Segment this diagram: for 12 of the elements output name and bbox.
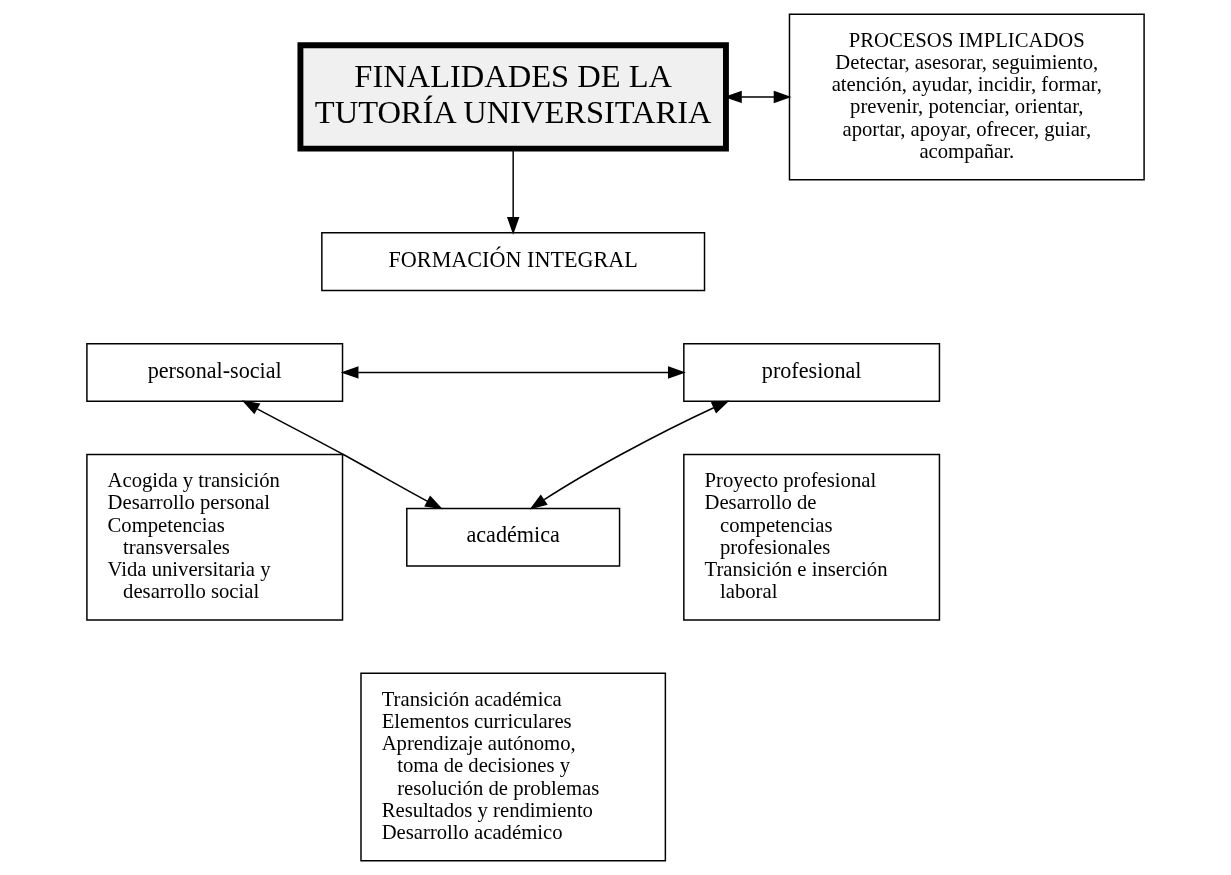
node-box: profesional — [683, 342, 941, 403]
node-box: académica — [406, 507, 621, 567]
node-box: FINALIDADES DE LA TUTORÍA UNIVERSITARIA — [297, 42, 729, 152]
node-box: personal-social — [86, 342, 344, 403]
node-box: Acogida y transición Desarrollo personal Competencias transversales Vida universitaria y desarrollo social — [86, 453, 344, 621]
node-box: FORMACIÓN INTEGRAL — [321, 232, 706, 292]
arrow — [529, 400, 730, 510]
node-box: PROCESOS IMPLICADOS Detectar, asesorar, seguimiento, atención, ayudar, incidir, formar, prevenir, potenciar, orientar, aportar, apoyar, ofrecer, guiar, acompañar. — [788, 13, 1145, 181]
node-box: Proyecto profesional Desarrollo de competencias profesionales Transición e inserción laboral — [683, 453, 941, 621]
arrow — [241, 400, 443, 510]
arrow — [340, 366, 686, 379]
node-box: Transición académica Elementos curriculares Aprendizaje autónomo, toma de decisiones y resolución de problemas Resultados y rendimiento Desarrollo académico — [360, 672, 667, 862]
